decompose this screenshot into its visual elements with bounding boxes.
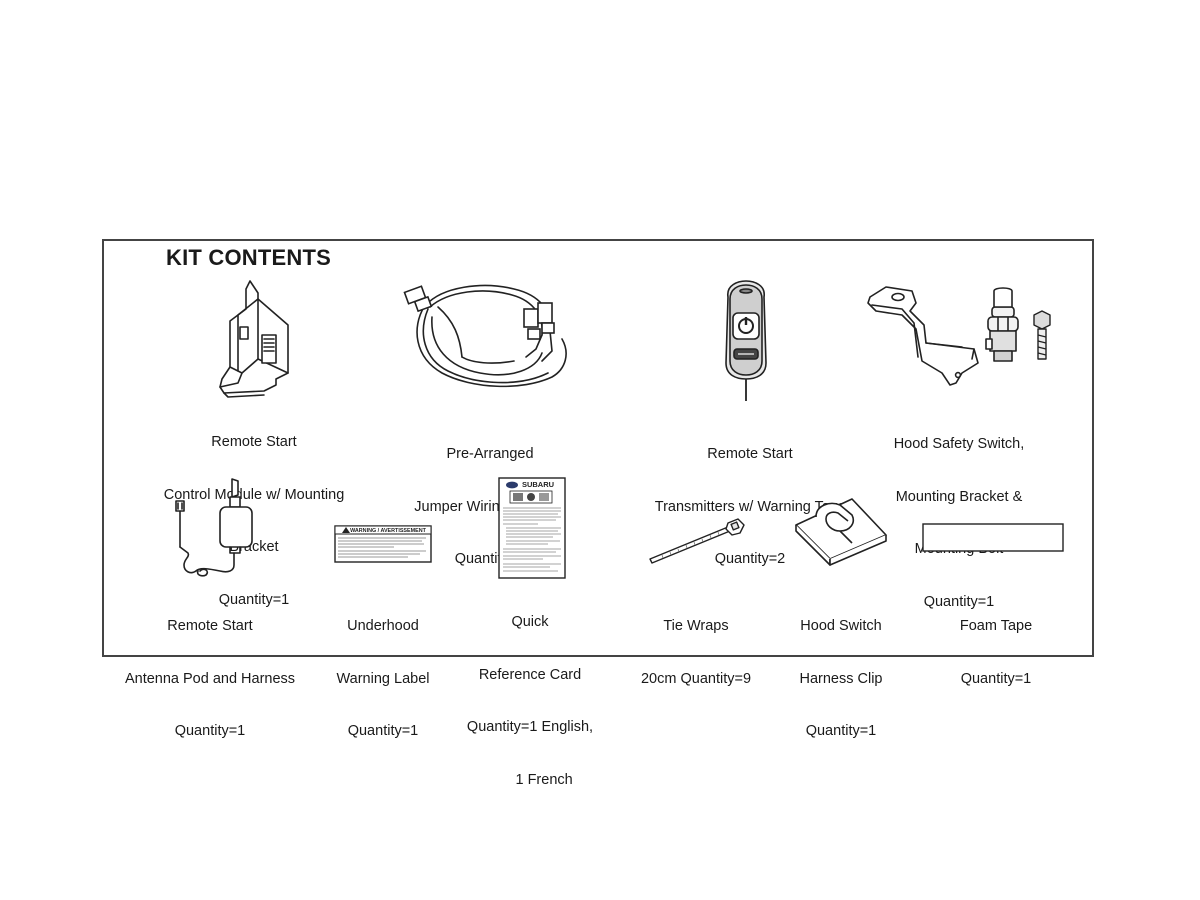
warning-label-caption: Underhood Warning Label Quantity=1 (336, 618, 430, 739)
warning-label-icon: WARNING / AVERTISSEMENT (334, 525, 432, 563)
warning-label-header: WARNING / AVERTISSEMENT (350, 528, 426, 534)
hood-switch-caption: Hood Safety Switch, Mounting Bracket & M… (893, 436, 1025, 610)
foam-tape-caption: Foam Tape Quantity=1 (959, 618, 1033, 687)
harness-clip-caption: Hood Switch Harness Clip Quantity=1 (799, 618, 883, 739)
antenna-pod-harness-icon (170, 477, 270, 577)
reference-card-brand: SUBARU (522, 480, 554, 489)
kit-contents-title: KIT CONTENTS (166, 245, 331, 270)
key-fob-transmitter-icon (718, 279, 774, 403)
tie-wrap-icon (648, 517, 748, 567)
kit-contents-panel: KIT CONTENTS Remote Start Control Module… (102, 239, 1094, 788)
foam-tape-icon (922, 523, 1064, 553)
antenna-pod-caption: Remote Start Antenna Pod and Harness Qua… (124, 618, 296, 739)
tie-wraps-caption: Tie Wraps 20cm Quantity=9 (640, 618, 752, 687)
harness-clip-icon (792, 495, 890, 566)
control-module-bracket-icon (218, 279, 298, 398)
reference-card-icon: SUBARU (498, 477, 566, 579)
wiring-harness-icon (402, 277, 574, 397)
reference-card-caption: Quick Reference Card Quantity=1 English,… (466, 614, 594, 788)
hood-switch-bracket-bolt-icon (866, 285, 1062, 389)
